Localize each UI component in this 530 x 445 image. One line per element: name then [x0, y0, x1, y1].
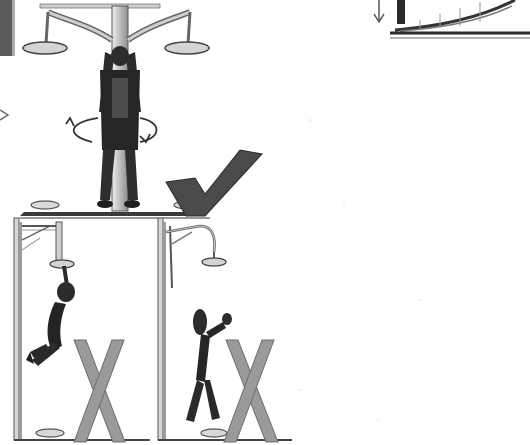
rotate-arrow-icon	[65, 116, 158, 144]
right-handle-plate	[164, 41, 210, 55]
cropped-left-fragment	[0, 0, 15, 121]
check-mark-icon	[165, 149, 263, 217]
person-correct-pose	[97, 46, 141, 208]
panel-correct-use	[20, 3, 210, 219]
panel-standing-misuse	[157, 217, 292, 441]
cross-mark-icon	[73, 339, 126, 443]
person-hanging-pose	[26, 265, 75, 366]
cross-mark-icon	[223, 339, 279, 443]
inset-equipment-thumbnail	[373, 0, 530, 39]
panel-hanging-misuse	[13, 217, 150, 441]
person-standing-pose	[186, 309, 232, 422]
scan-noise	[299, 119, 481, 421]
left-handle-plate	[22, 41, 68, 55]
